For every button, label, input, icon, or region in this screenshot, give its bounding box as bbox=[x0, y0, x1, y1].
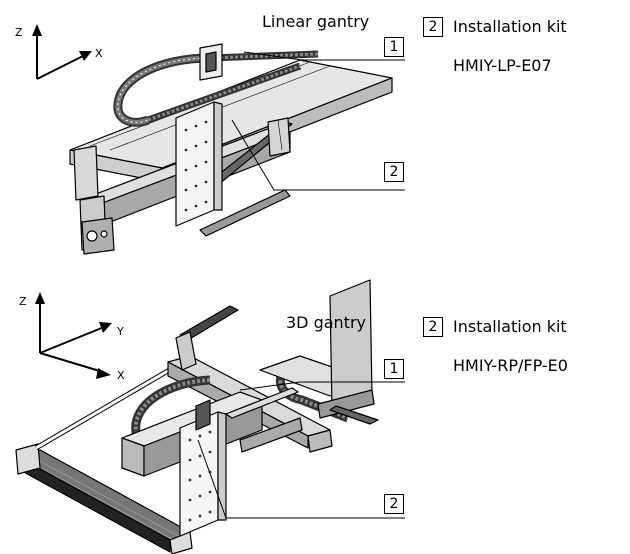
3d-gantry-title: 3D gantry bbox=[286, 313, 367, 332]
top-kit-name: Installation kit bbox=[453, 17, 567, 36]
top-callout-1: 1 bbox=[384, 37, 404, 57]
bottom-kit-number: 2 bbox=[423, 317, 443, 337]
top-callout-2: 2 bbox=[384, 162, 404, 182]
3d-gantry-machine bbox=[15, 279, 379, 554]
bottom-leader-lines bbox=[197, 381, 405, 519]
linear-gantry-title: Linear gantry bbox=[262, 12, 370, 31]
bottom-axis-x-label: X bbox=[117, 369, 125, 382]
linear-gantry-machine bbox=[69, 43, 393, 255]
bottom-kit-part-number: HMIY-RP/FP-E0 bbox=[453, 356, 568, 375]
top-axis-x-label: X bbox=[95, 47, 103, 60]
bottom-axis-triad bbox=[35, 292, 112, 379]
bottom-kit-name: Installation kit bbox=[453, 317, 567, 336]
bottom-callout-1: 1 bbox=[384, 359, 404, 379]
bottom-axis-z-label: Z bbox=[19, 295, 27, 308]
bottom-callout-2: 2 bbox=[384, 494, 404, 514]
top-leader-lines bbox=[231, 51, 405, 191]
top-axis-z-label: Z bbox=[15, 26, 23, 39]
top-kit-part-number: HMIY-LP-E07 bbox=[453, 56, 552, 75]
top-kit-number: 2 bbox=[423, 17, 443, 37]
bottom-axis-y-label: Y bbox=[117, 325, 124, 338]
top-axis-triad bbox=[32, 24, 92, 80]
